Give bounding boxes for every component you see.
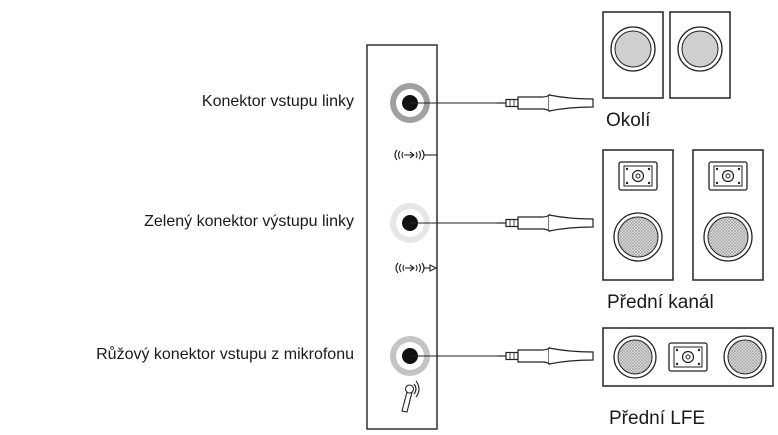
connector-label-mic-in: Růžový konektor vstupu z mikrofonu (96, 346, 354, 363)
speaker-icon (602, 149, 674, 281)
speaker-icon (602, 327, 774, 387)
speaker-group-label-front: Přední kanál (607, 292, 714, 313)
microphone-icon (401, 380, 420, 413)
connector-label-line-out: Zelený konektor výstupu linky (144, 213, 354, 230)
line-out-icon (395, 262, 438, 274)
connector-label-line-in: Konektor vstupu linky (201, 93, 354, 110)
audio-plug-icon (496, 214, 594, 232)
speaker-icon (669, 11, 731, 99)
audio-plug-icon (496, 94, 594, 112)
speaker-group-label-front-lfe: Přední LFE (609, 408, 706, 429)
line-in-icon (394, 149, 437, 161)
speaker-group-label-surround: Okolí (606, 110, 651, 131)
speaker-icon (602, 11, 664, 99)
speaker-icon (692, 149, 764, 281)
audio-plug-icon (496, 347, 594, 365)
